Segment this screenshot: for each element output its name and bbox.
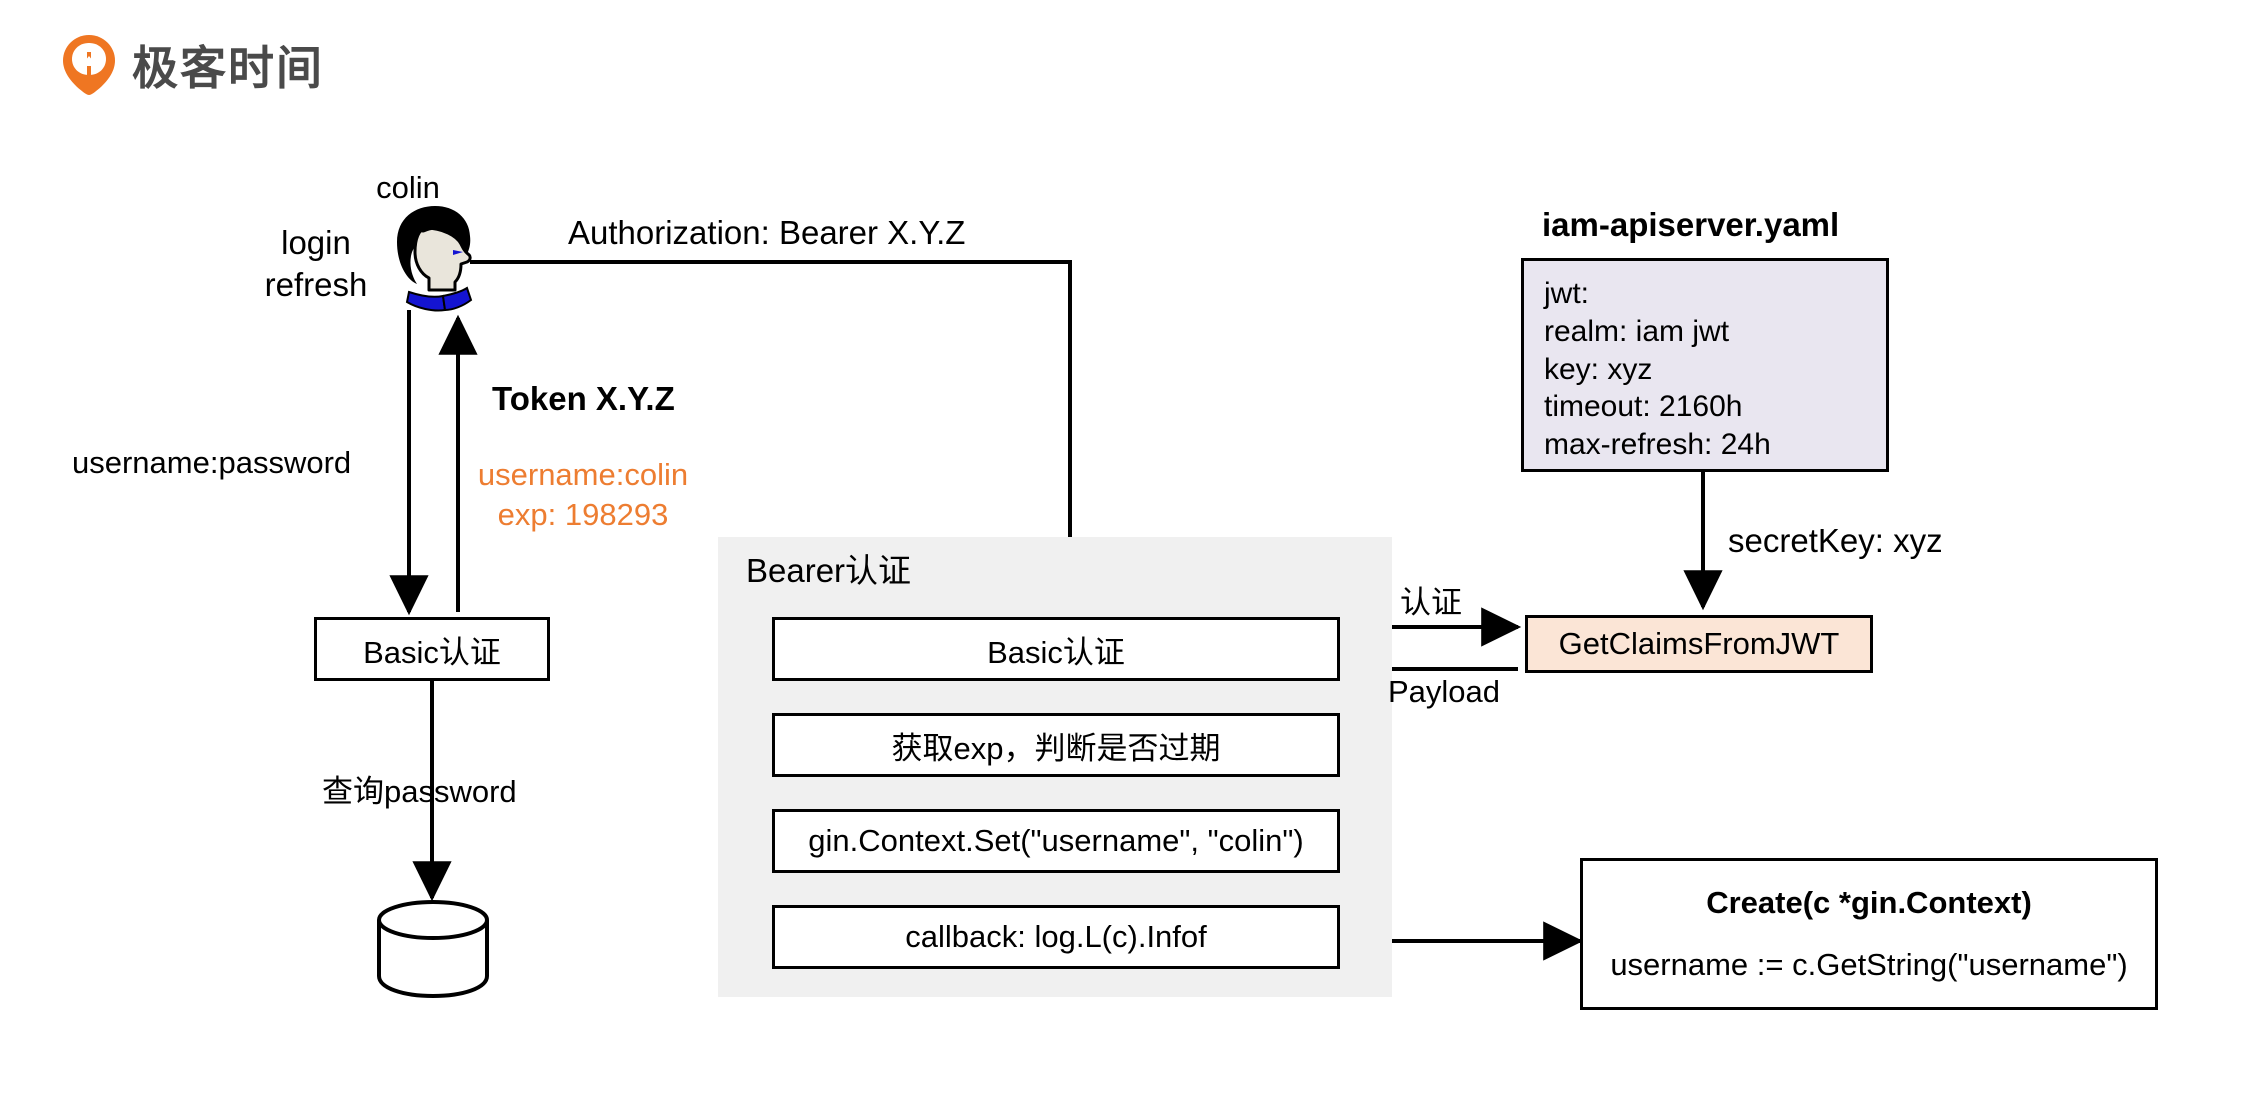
- brand-logo: 极客时间: [62, 32, 324, 98]
- bearer-panel-title: Bearer认证: [746, 552, 912, 589]
- yaml-line-realm: realm: iam jwt: [1544, 314, 1730, 348]
- token-claim-username: username:colin: [477, 457, 689, 492]
- user-head-profile-icon: [385, 200, 485, 320]
- get-claims-from-jwt-box[interactable]: GetClaimsFromJWT: [1525, 615, 1873, 673]
- actor-name: colin: [376, 170, 440, 205]
- database-cylinder-icon: [374, 898, 492, 999]
- pipeline-step-context-set[interactable]: gin.Context.Set("username", "colin"): [772, 809, 1340, 873]
- auth-response-label: Payload: [1388, 674, 1501, 709]
- auth-request-label: 认证: [1400, 585, 1462, 620]
- pipeline-step-basic-auth[interactable]: Basic认证: [772, 617, 1340, 681]
- yaml-line-max-refresh: max-refresh: 24h: [1544, 428, 1771, 462]
- pipeline-step-callback[interactable]: callback: log.L(c).Infof: [772, 905, 1340, 969]
- query-password-label: 查询password: [322, 774, 517, 809]
- basic-auth-box-left[interactable]: Basic认证: [314, 617, 550, 681]
- yaml-line-key: key: xyz: [1544, 352, 1653, 386]
- secret-key-label: secretKey: xyz: [1728, 522, 1943, 559]
- create-handler-box[interactable]: Create(c *gin.Context) username := c.Get…: [1580, 858, 2158, 1010]
- token-claim-exp: exp: 198293: [497, 497, 669, 532]
- credentials-label: username:password: [72, 445, 352, 480]
- pipeline-step-check-exp[interactable]: 获取exp，判断是否过期: [772, 713, 1340, 777]
- yaml-line-timeout: timeout: 2160h: [1544, 390, 1743, 424]
- yaml-file-title: iam-apiserver.yaml: [1542, 206, 1840, 243]
- authorization-header-label: Authorization: Bearer X.Y.Z: [568, 214, 966, 251]
- geek-time-logo-icon: [62, 34, 116, 96]
- yaml-line-jwt: jwt:: [1544, 277, 1589, 310]
- brand-name: 极客时间: [132, 41, 324, 95]
- create-handler-body: username := c.GetString("username"): [1610, 947, 2128, 982]
- iam-apiserver-yaml-box: jwt: realm: iam jwt key: xyz timeout: 21…: [1521, 258, 1889, 472]
- create-handler-title: Create(c *gin.Context): [1706, 885, 2032, 920]
- actor-actions-label: login refresh: [264, 224, 368, 303]
- token-title-label: Token X.Y.Z: [492, 380, 675, 417]
